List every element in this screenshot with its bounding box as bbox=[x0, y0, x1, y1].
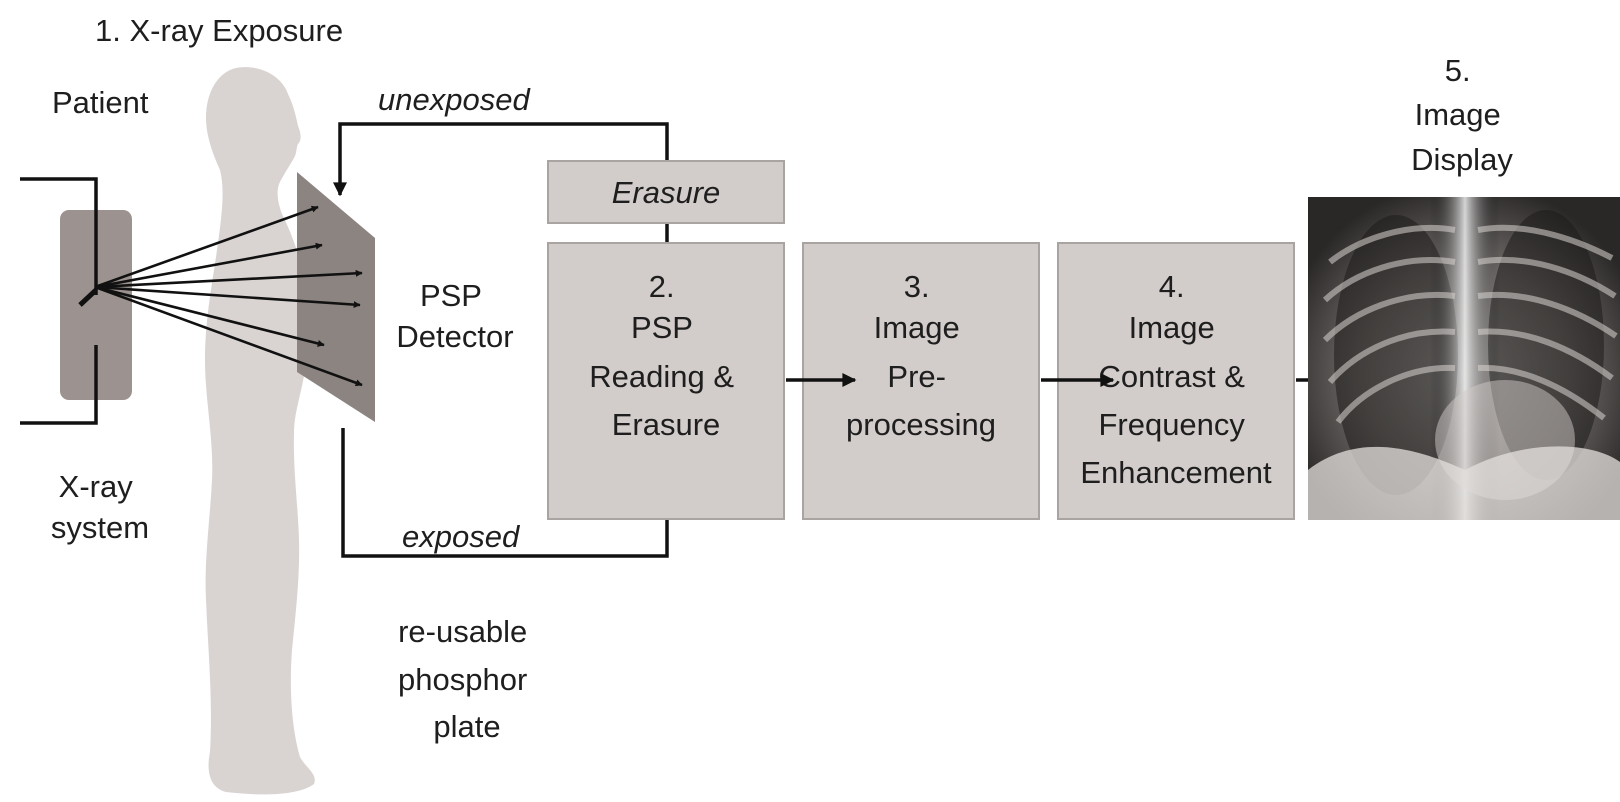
exposure-title: 1. X-ray Exposure bbox=[95, 13, 343, 48]
step-enhancement-text: 4. Image Contrast & Frequency Enhancemen… bbox=[1080, 269, 1272, 490]
step-preprocessing-text: 3. Image Pre- processing bbox=[846, 269, 996, 442]
rib bbox=[1327, 328, 1456, 384]
xray-tube bbox=[78, 288, 98, 307]
psp-detector-line: Detector bbox=[396, 319, 513, 354]
step-line: 2. bbox=[649, 269, 675, 304]
step-line: PSP bbox=[631, 310, 692, 345]
step-line: processing bbox=[846, 407, 996, 442]
xray-housing bbox=[60, 210, 132, 400]
xray-beam bbox=[94, 285, 363, 387]
step-line: Enhancement bbox=[1080, 455, 1272, 490]
ribs bbox=[1322, 224, 1618, 424]
unexposed-label: unexposed bbox=[378, 82, 531, 117]
image-display-label: 5. Image Display bbox=[1411, 53, 1513, 177]
xray-beam bbox=[94, 285, 325, 347]
display-line: Image bbox=[1415, 97, 1501, 132]
step-line: Image bbox=[1129, 310, 1215, 345]
xray-beam bbox=[94, 269, 363, 289]
step-line: Pre- bbox=[887, 359, 946, 394]
chest-xray-image bbox=[1308, 197, 1620, 520]
xray-system-label: X-ray system bbox=[51, 469, 149, 545]
step-line: Erasure bbox=[612, 407, 721, 442]
psp-detector-line: PSP bbox=[420, 278, 481, 313]
xray-beam bbox=[94, 285, 361, 309]
erasure-label: Erasure bbox=[612, 175, 721, 210]
rib bbox=[1477, 224, 1614, 261]
xray-system bbox=[20, 177, 132, 425]
patient-body bbox=[205, 67, 315, 795]
plate-line: phosphor bbox=[398, 662, 527, 697]
step-box-psp-reading bbox=[547, 242, 785, 520]
rib bbox=[1477, 291, 1618, 339]
xray-beam bbox=[94, 242, 323, 289]
rib bbox=[1477, 256, 1617, 299]
plate-line: plate bbox=[433, 709, 500, 744]
step-psp-reading-text: 2. PSP Reading & Erasure bbox=[589, 269, 742, 442]
psp-detector-plate bbox=[297, 172, 375, 422]
step-line: Frequency bbox=[1098, 407, 1245, 442]
xray-bracket-lower bbox=[20, 345, 98, 425]
phosphor-plate-label: re-usable phosphor plate bbox=[398, 614, 536, 744]
left-lung bbox=[1334, 215, 1458, 495]
diaphragm bbox=[1308, 446, 1620, 520]
xray-system-line: X-ray bbox=[59, 469, 134, 504]
exposed-label: exposed bbox=[402, 519, 521, 554]
rib bbox=[1322, 257, 1456, 303]
rib bbox=[1322, 292, 1456, 343]
patient-silhouette bbox=[205, 67, 315, 795]
rib bbox=[1477, 328, 1614, 381]
step-line: Reading & bbox=[589, 359, 734, 394]
rib bbox=[1477, 364, 1606, 421]
xray-beam bbox=[94, 205, 319, 289]
psp-detector-label: PSP Detector bbox=[396, 278, 513, 354]
step-line: 4. bbox=[1159, 269, 1185, 304]
display-line: Display bbox=[1411, 142, 1513, 177]
step-line: Image bbox=[874, 310, 960, 345]
patient-label: Patient bbox=[52, 85, 149, 120]
step-line: 3. bbox=[904, 269, 930, 304]
erasure-box bbox=[547, 160, 785, 224]
display-line: 5. bbox=[1445, 53, 1471, 88]
xray-bracket bbox=[20, 177, 98, 295]
rib bbox=[1335, 364, 1456, 424]
plate-line: re-usable bbox=[398, 614, 527, 649]
xray-beams bbox=[94, 205, 363, 387]
xray-system-line: system bbox=[51, 510, 149, 545]
step-line: Contrast & bbox=[1098, 359, 1245, 394]
rib bbox=[1328, 224, 1456, 265]
